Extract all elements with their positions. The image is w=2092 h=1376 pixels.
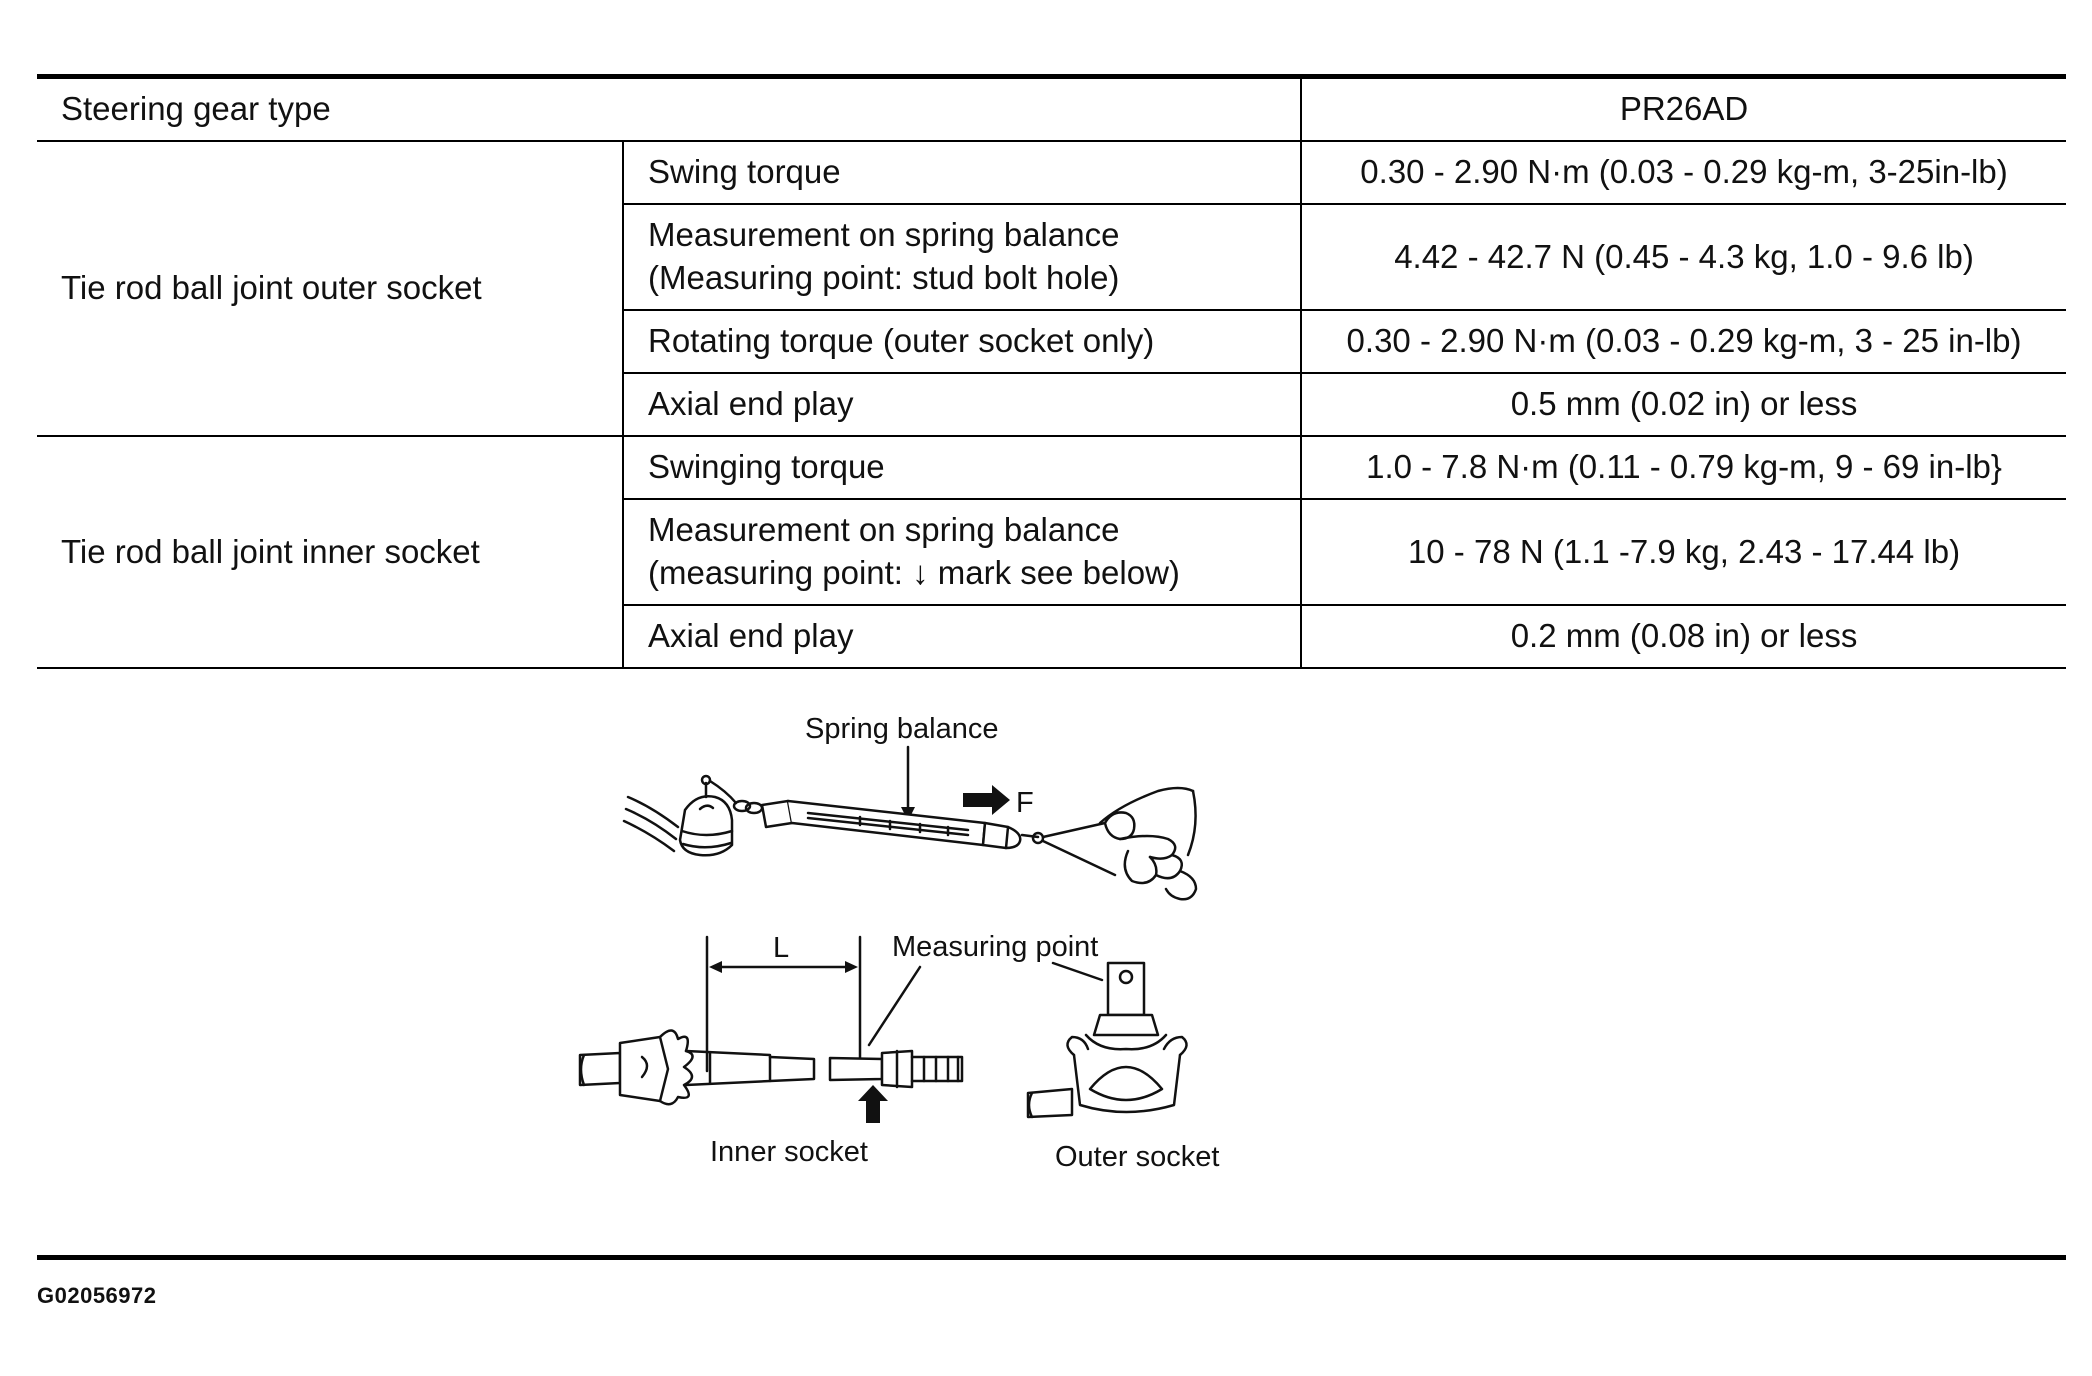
spec-table: Steering gear type PR26AD Tie rod ball j… <box>37 79 2067 669</box>
force-arrow-icon <box>963 785 1010 815</box>
hand-icon <box>1098 786 1198 901</box>
spring-balance-pointer-arrow <box>901 745 915 821</box>
value-cell: 4.42 - 42.7 N (0.45 - 4.3 kg, 1.0 - 9.6 … <box>1300 203 2067 311</box>
value-cell: 0.2 mm (0.08 in) or less <box>1300 604 2067 669</box>
outer-socket-body-icon <box>678 774 734 857</box>
length-label: L <box>773 932 789 964</box>
value-cell: 10 - 78 N (1.1 -7.9 kg, 2.43 - 17.44 lb) <box>1300 498 2067 606</box>
outer-socket-label: Outer socket <box>1055 1141 1219 1173</box>
item-cell: Measurement on spring balance (Measuring… <box>623 203 1303 311</box>
table-row: Axial end play 0.5 mm (0.02 in) or less <box>37 372 2067 437</box>
table-row: Rotating torque (outer socket only) 0.30… <box>37 309 2067 374</box>
inner-socket-tie-rod-icon <box>578 1029 964 1106</box>
length-dimension <box>705 935 862 1079</box>
item-cell: Axial end play <box>623 372 1303 437</box>
item-cell: Rotating torque (outer socket only) <box>623 309 1303 374</box>
spring-balance-label: Spring balance <box>805 713 998 745</box>
item-line: (measuring point: ↓ mark see below) <box>648 554 1180 591</box>
group-inner-socket: Tie rod ball joint inner socket <box>37 435 624 669</box>
table-row: Measurement on spring balance (Measuring… <box>37 203 2067 311</box>
figure-id: G02056972 <box>37 1283 157 1308</box>
value-cell: 0.30 - 2.90 N·m (0.03 - 0.29 kg-m, 3 - 2… <box>1300 309 2067 374</box>
group-outer-socket: Tie rod ball joint outer socket <box>37 140 624 437</box>
measuring-point-label: Measuring point <box>892 931 1098 963</box>
force-label: F <box>1016 787 1034 819</box>
item-cell: Measurement on spring balance (measuring… <box>623 498 1303 606</box>
measuring-point-leader <box>867 961 1104 1047</box>
item-line: Measurement on spring balance <box>648 216 1120 254</box>
tie-rod-illustration: Spring balance F <box>578 713 1219 1173</box>
header-value-cell: PR26AD <box>1300 79 2067 142</box>
table-row: Measurement on spring balance (measuring… <box>37 498 2067 606</box>
top-rule <box>37 74 2066 79</box>
spring-balance-icon <box>760 799 1045 850</box>
table-row: Tie rod ball joint inner socket Swinging… <box>37 435 2067 669</box>
item-line: (Measuring point: stud bolt hole) <box>648 259 1120 296</box>
value-cell: 0.5 mm (0.02 in) or less <box>1300 372 2067 437</box>
inner-socket-label: Inner socket <box>710 1136 868 1168</box>
up-arrow-icon <box>858 1085 888 1123</box>
table-row: Tie rod ball joint outer socket Swing to… <box>37 140 2067 437</box>
cable-icon <box>622 795 680 853</box>
pull-string-icon <box>1041 821 1117 877</box>
item-line: Measurement on spring balance <box>648 511 1120 549</box>
item-cell: Swinging torque <box>621 435 1303 500</box>
outer-socket-icon <box>1026 961 1188 1119</box>
item-cell: Axial end play <box>623 604 1303 669</box>
value-cell: 0.30 - 2.90 N·m (0.03 - 0.29 kg-m, 3-25i… <box>1300 140 2067 205</box>
table-row: Axial end play 0.2 mm (0.08 in) or less <box>37 604 2067 669</box>
header-label-cell: Steering gear type <box>37 79 1303 142</box>
value-cell: 1.0 - 7.8 N·m (0.11 - 0.79 kg-m, 9 - 69 … <box>1300 435 2067 500</box>
table-row-header: Steering gear type PR26AD <box>37 79 2067 142</box>
item-cell: Swing torque <box>621 140 1303 205</box>
bottom-rule <box>37 1255 2066 1260</box>
